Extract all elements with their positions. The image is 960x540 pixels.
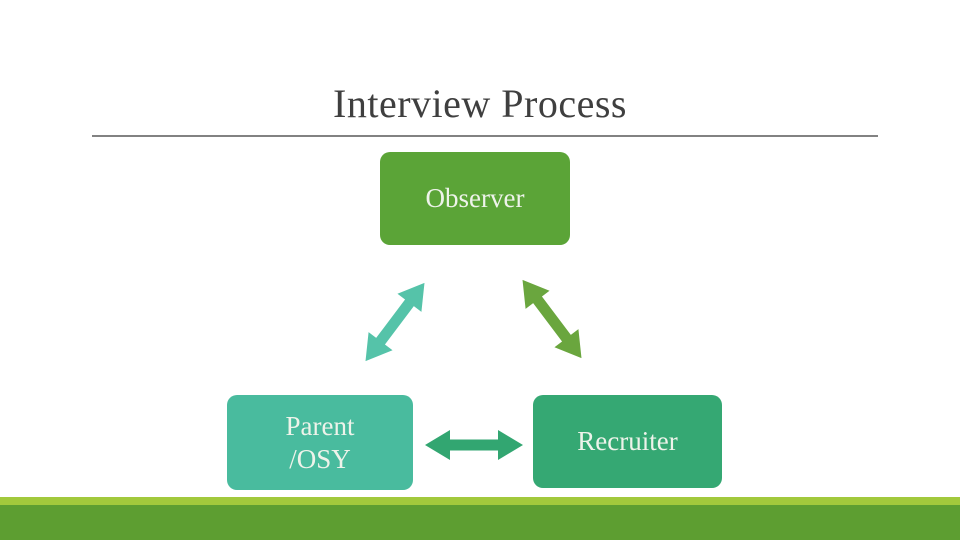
diagram-node-parent-osy: Parent /OSY [227,395,413,490]
footer-band [0,505,960,540]
node-observer-label: Observer [425,183,525,213]
node-parent-osy-label-line1: Parent [285,410,355,441]
node-recruiter-label: Recruiter [577,426,678,456]
double-arrow-shape [365,282,425,362]
double-arrow-shape [425,430,523,460]
slide-title: Interview Process [333,81,627,126]
footer-accent-stripe [0,497,960,505]
diagram-node-observer: Observer [380,152,570,245]
double-arrow-shape [522,279,582,359]
diagram-node-recruiter: Recruiter [533,395,722,488]
double-arrow-observer-recruiter [522,279,582,359]
node-parent-osy-label-line2: /OSY [289,443,351,474]
title-divider-line [92,135,878,137]
double-arrow-parent-recruiter [425,430,523,460]
double-arrow-observer-parent [365,282,425,362]
